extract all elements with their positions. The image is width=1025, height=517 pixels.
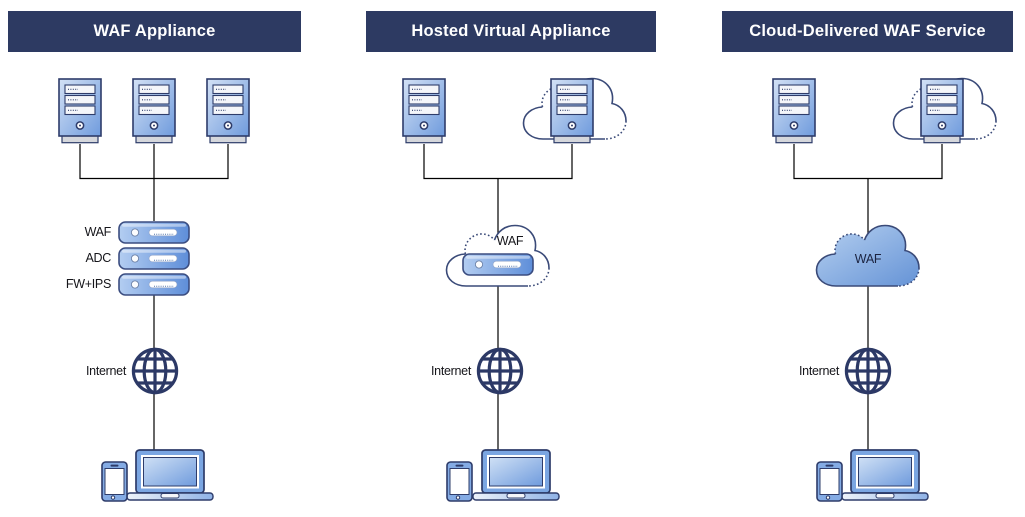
cloud-waf-label: WAF: [496, 234, 524, 248]
smartphone-icon: [816, 461, 843, 502]
server-icon: [402, 78, 446, 144]
server-icon: [772, 78, 816, 144]
server-icon: [132, 78, 176, 144]
smartphone-icon: [446, 461, 473, 502]
internet-globe-icon: [130, 346, 180, 396]
column-header-waf-appliance: WAF Appliance: [8, 11, 301, 52]
internet-label: Internet: [431, 364, 471, 378]
smartphone-icon: [101, 461, 128, 502]
internet-label: Internet: [799, 364, 839, 378]
laptop-icon: [126, 449, 214, 501]
laptop-icon: [472, 449, 560, 501]
server-icon: [58, 78, 102, 144]
cloud-waf-label: WAF: [854, 252, 882, 266]
internet-label: Internet: [86, 364, 126, 378]
column-title: Hosted Virtual Appliance: [411, 22, 611, 40]
stack-label-waf: WAF: [84, 225, 112, 239]
waf-appliance-icon: [118, 221, 190, 244]
column-title: Cloud-Delivered WAF Service: [749, 22, 986, 40]
column-header-cloud-delivered-waf-service: Cloud-Delivered WAF Service: [722, 11, 1013, 52]
fw-ips-appliance-icon: [118, 273, 190, 296]
virtual-waf-appliance-icon: [462, 253, 534, 276]
adc-appliance-icon: [118, 247, 190, 270]
server-in-cloud-icon: [550, 78, 594, 144]
internet-globe-icon: [475, 346, 525, 396]
stack-label-fw-ips: FW+IPS: [65, 277, 111, 291]
stack-label-adc: ADC: [85, 251, 112, 265]
internet-globe-icon: [843, 346, 893, 396]
server-icon: [206, 78, 250, 144]
column-title: WAF Appliance: [93, 22, 216, 40]
column-header-hosted-virtual-appliance: Hosted Virtual Appliance: [366, 11, 656, 52]
laptop-icon: [841, 449, 929, 501]
server-in-cloud-icon: [920, 78, 964, 144]
